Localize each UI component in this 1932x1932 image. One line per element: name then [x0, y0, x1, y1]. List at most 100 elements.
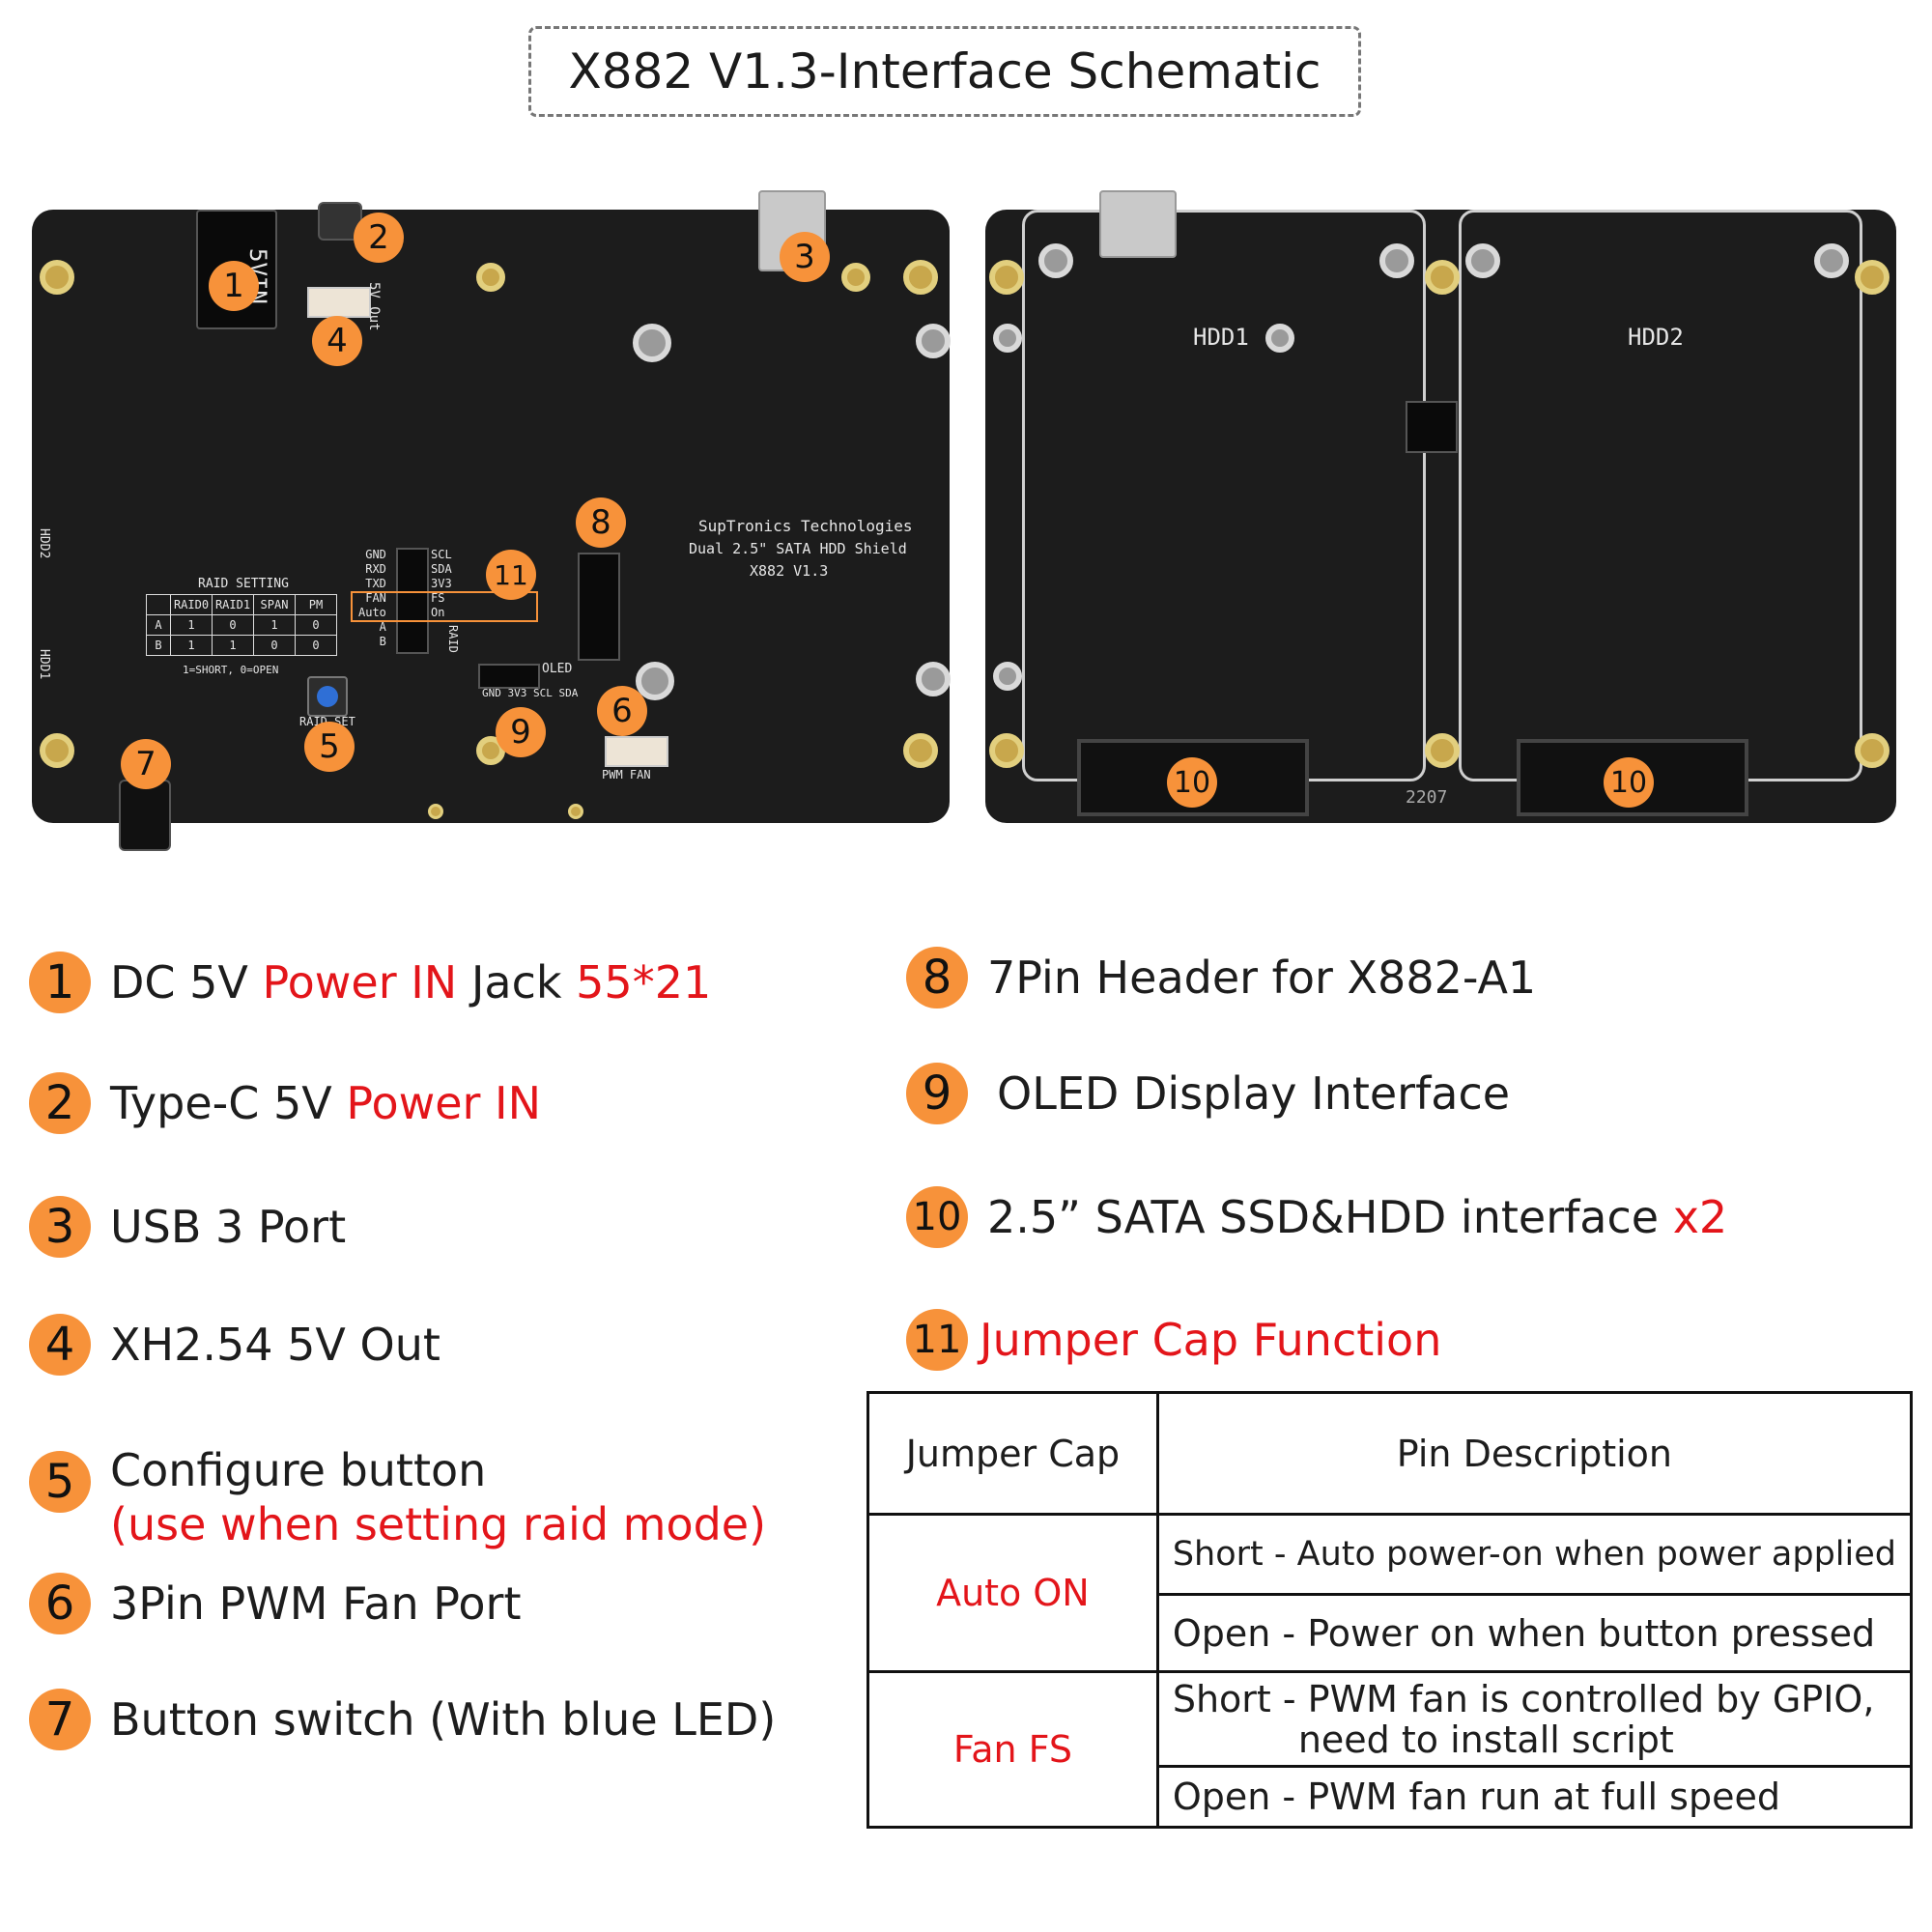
- standoff: [1038, 243, 1073, 278]
- legend-item-1: 1 DC 5V Power IN Jack 55*21: [29, 952, 711, 1013]
- legend-number: 1: [29, 952, 91, 1013]
- standoff: [916, 324, 951, 358]
- controller-chip: [1406, 401, 1458, 453]
- mounting-hole: [989, 733, 1024, 768]
- raid-cell: RAID0: [170, 594, 213, 615]
- standoff: [636, 662, 674, 700]
- oled-pin-label: SDA: [558, 687, 579, 699]
- legend-text: USB 3 Port: [110, 1196, 346, 1254]
- legend-item-10: 10 2.5” SATA SSD&HDD interface x2: [906, 1186, 1727, 1248]
- board-bottom-view: HDD1 HDD2 2207 10 10: [985, 190, 1896, 823]
- raid-cell: SPAN: [253, 594, 296, 615]
- marker-10-b: 10: [1604, 757, 1654, 808]
- legend-text: DC 5V Power IN Jack 55*21: [110, 952, 711, 1009]
- mounting-hole: [989, 260, 1024, 295]
- xh-connector: [307, 287, 371, 318]
- marker-4: 4: [312, 316, 362, 366]
- silk-hdd1: HDD1: [1193, 324, 1249, 351]
- marker-10-a: 10: [1167, 757, 1217, 808]
- legend-item-3: 3 USB 3 Port: [29, 1196, 346, 1258]
- silk-model: X882 V1.3: [750, 562, 829, 580]
- silk-hdd1: HDD1: [37, 649, 51, 680]
- legend-text: Configure button (use when setting raid …: [110, 1439, 766, 1551]
- oled-header: [478, 664, 540, 689]
- raid-set-button[interactable]: [307, 676, 348, 717]
- raid-cell: 0: [295, 635, 337, 656]
- mounting-hole: [476, 263, 505, 292]
- legend-text: OLED Display Interface: [997, 1063, 1510, 1121]
- jumper-highlight-box: [351, 591, 538, 622]
- silk-raid-vertical: RAID: [446, 625, 460, 653]
- pin-label: Auto: [358, 606, 386, 619]
- legend-number: 11: [906, 1309, 968, 1371]
- pin-label: GND: [365, 548, 386, 561]
- silk-product: Dual 2.5" SATA HDD Shield: [689, 540, 907, 557]
- silk-5v-out: 5V Out: [366, 282, 382, 331]
- pin-label: TXD: [365, 577, 386, 590]
- table-cell-fan-fs: Fan FS: [867, 1670, 1159, 1829]
- usb3-port: [1099, 190, 1177, 258]
- raid-cell: 0: [253, 635, 296, 656]
- pwm-fan-connector: [605, 736, 668, 767]
- table-line: need to install script: [1297, 1718, 1674, 1761]
- legend-line: Configure button: [110, 1444, 487, 1496]
- pin-label: SCL: [431, 548, 452, 561]
- pin-label: SDA: [431, 562, 452, 576]
- raid-cell: 1: [253, 614, 296, 636]
- legend-item-7: 7 Button switch (With blue LED): [29, 1689, 776, 1750]
- standoff: [1465, 243, 1500, 278]
- legend-number: 4: [29, 1314, 91, 1376]
- silk-pwm-fan: PWM FAN: [602, 768, 651, 781]
- legend-number: 9: [906, 1063, 968, 1124]
- pin-label: B: [379, 635, 386, 648]
- legend-item-4: 4 XH2.54 5V Out: [29, 1314, 440, 1376]
- legend-part: USB 3 Port: [110, 1201, 347, 1253]
- legend-item-5: 5 Configure button (use when setting rai…: [29, 1439, 766, 1551]
- silk-oled-pins: GND 3V3 SCL SDA: [482, 688, 578, 699]
- silk-raid-title: RAID SETTING: [198, 577, 289, 591]
- marker-7: 7: [121, 739, 171, 789]
- hdd2-bay: [1459, 210, 1862, 781]
- mounting-hole: [40, 733, 74, 768]
- standoff: [633, 324, 671, 362]
- legend-part: Jumper Cap Function: [980, 1314, 1442, 1366]
- pin-label: 3V3: [431, 577, 452, 590]
- power-button-switch: [119, 780, 171, 851]
- mounting-hole: [1855, 733, 1889, 768]
- raid-setting-grid: RAID0 RAID1 SPAN PM A 1 0 1 0 B 1 1 0 0: [146, 594, 337, 656]
- legend-text: Button switch (With blue LED): [110, 1689, 776, 1747]
- legend-number: 6: [29, 1573, 91, 1634]
- raid-cell: B: [146, 635, 171, 656]
- mounting-hole: [1425, 260, 1460, 295]
- table-header-cap: Jumper Cap: [867, 1391, 1159, 1516]
- raid-cell: 1: [170, 635, 213, 656]
- legend-item-9: 9 OLED Display Interface: [906, 1063, 1510, 1124]
- legend-part: 3Pin PWM Fan Port: [110, 1577, 522, 1630]
- legend-text: 3Pin PWM Fan Port: [110, 1573, 521, 1631]
- silk-code: 2207: [1406, 787, 1448, 808]
- mounting-hole: [1425, 733, 1460, 768]
- legend-item-11: 11 Jumper Cap Function: [906, 1309, 1441, 1371]
- silk-hdd2: HDD2: [37, 528, 51, 559]
- raid-cell: A: [146, 614, 171, 636]
- standoff: [1814, 243, 1849, 278]
- mounting-hole: [841, 263, 870, 292]
- legend-part: Power IN: [346, 1077, 542, 1129]
- pin-label: RXD: [365, 562, 386, 576]
- standoff: [993, 662, 1022, 691]
- legend-part: Power IN: [262, 956, 458, 1009]
- raid-cell: PM: [295, 594, 337, 615]
- table-header-desc: Pin Description: [1155, 1391, 1914, 1516]
- table-cell-fan-short: Short - PWM fan is controlled by GPIO, n…: [1155, 1670, 1914, 1768]
- legend-text: 7Pin Header for X882-A1: [987, 947, 1536, 1005]
- raid-cell: 0: [295, 614, 337, 636]
- silk-hdd2: HDD2: [1628, 324, 1684, 351]
- silk-oled: OLED: [542, 662, 573, 676]
- legend-part: 55*21: [576, 956, 712, 1009]
- legend-number: 3: [29, 1196, 91, 1258]
- oled-pin-label: GND: [482, 687, 501, 699]
- jumper-cap-table: Jumper Cap Pin Description Auto ON Short…: [867, 1391, 1914, 1829]
- pin-label: On: [431, 606, 445, 619]
- standoff: [993, 324, 1022, 353]
- silk-company: SupTronics Technologies: [698, 517, 913, 535]
